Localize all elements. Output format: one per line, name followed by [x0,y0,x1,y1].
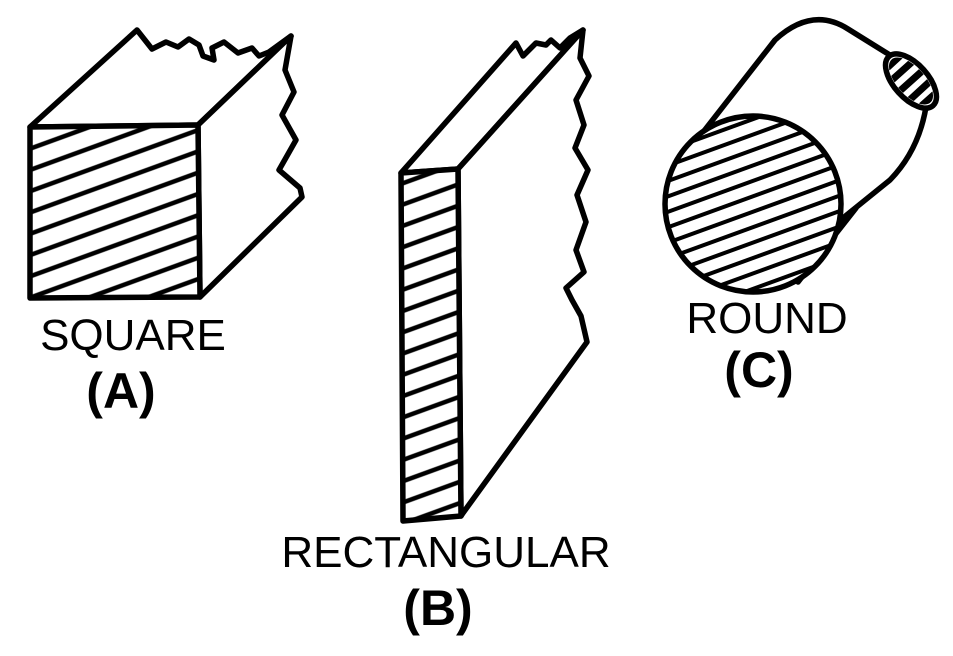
rectangular-bar-label: RECTANGULAR [281,528,611,577]
rectangular-bar-icon [398,27,592,524]
square-bar-front-face [27,122,203,301]
square-bar-icon [27,27,305,301]
square-bar-top-face [27,27,294,130]
round-bar-front-face [662,113,844,295]
round-bar-icon [662,16,941,295]
square-bar-label: SQUARE [40,311,226,360]
square-bar-designator: (A) [86,363,156,419]
rectangular-bar-side-face [455,27,592,519]
square-bar-side-face [195,33,305,300]
round-bar-label: ROUND [686,294,848,343]
rectangular-bar-designator: (B) [403,580,473,636]
round-bar-designator: (C) [724,342,794,398]
rectangular-bar-front-face [398,166,464,524]
